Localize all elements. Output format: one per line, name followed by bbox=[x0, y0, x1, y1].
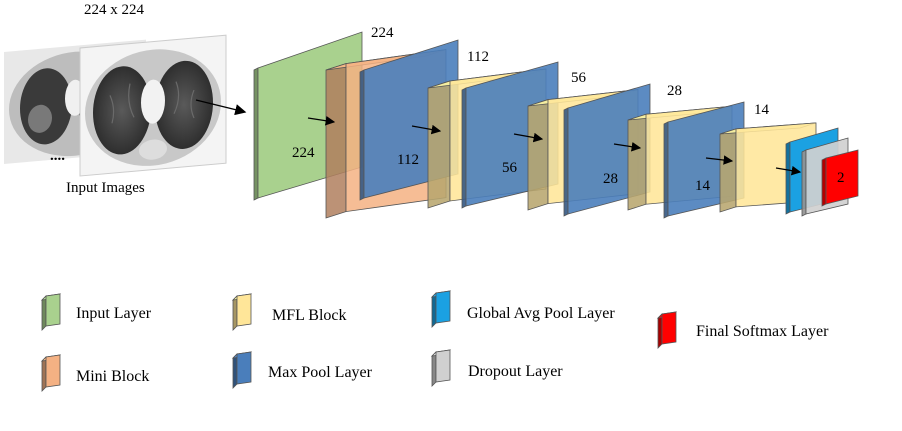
input-size-label: 224 x 224 bbox=[84, 2, 145, 18]
network-layers bbox=[253, 31, 859, 219]
dim-112-side: 112 bbox=[397, 152, 419, 168]
dim-224-side: 224 bbox=[292, 145, 315, 161]
legend-label-mfl-block: MFL Block bbox=[272, 307, 347, 324]
legend-label-global-avg-pool: Global Avg Pool Layer bbox=[467, 305, 615, 322]
dim-28-top: 28 bbox=[667, 83, 682, 99]
dim-14-top: 14 bbox=[754, 102, 770, 118]
dim-224-top: 224 bbox=[371, 25, 394, 41]
dim-112-top: 112 bbox=[467, 49, 489, 65]
arrow-6 bbox=[775, 165, 802, 176]
arrow-2 bbox=[411, 124, 442, 135]
legend-item-max-pool: Max Pool Layer bbox=[231, 351, 373, 389]
legend-item-softmax: Final Softmax Layer bbox=[656, 311, 829, 349]
dim-56-side: 56 bbox=[502, 160, 518, 176]
layer-arrows bbox=[307, 115, 802, 176]
dim-56-top: 56 bbox=[571, 70, 587, 86]
legend-label-mini-block: Mini Block bbox=[76, 368, 149, 385]
input-images: 224 x 224 .... Input Images bbox=[4, 2, 247, 196]
legend-swatch-mini-block bbox=[40, 354, 62, 392]
legend-label-input-layer: Input Layer bbox=[76, 305, 152, 322]
softmax-layer bbox=[821, 149, 859, 207]
legend-label-softmax: Final Softmax Layer bbox=[696, 323, 829, 340]
arrow-5 bbox=[705, 155, 734, 165]
dim-28-side: 28 bbox=[603, 171, 618, 187]
legend-label-max-pool: Max Pool Layer bbox=[268, 364, 373, 381]
legend-swatch-mfl-block bbox=[231, 293, 253, 331]
legend: Input Layer Mini Block MFL Block Max Poo… bbox=[40, 290, 829, 392]
arrow-4 bbox=[613, 141, 642, 152]
legend-swatch-max-pool bbox=[231, 351, 253, 389]
dim-output: 2 bbox=[837, 170, 845, 186]
arrow-1 bbox=[307, 115, 336, 126]
dim-14-side: 14 bbox=[695, 178, 711, 194]
legend-item-mini-block: Mini Block bbox=[40, 354, 149, 392]
dimension-labels: 224 224 112 112 56 56 28 28 14 14 2 bbox=[292, 25, 845, 194]
input-caption: Input Images bbox=[66, 180, 145, 196]
input-ellipsis: .... bbox=[50, 148, 65, 164]
legend-swatch-global-avg-pool bbox=[430, 290, 452, 328]
legend-label-dropout: Dropout Layer bbox=[468, 363, 563, 380]
ct-image-front bbox=[79, 34, 227, 177]
legend-item-mfl-block: MFL Block bbox=[231, 293, 347, 331]
legend-swatch-input-layer bbox=[40, 293, 62, 331]
legend-swatch-softmax bbox=[656, 311, 678, 349]
input-arrow bbox=[195, 99, 247, 116]
legend-item-dropout: Dropout Layer bbox=[430, 349, 563, 387]
legend-item-input-layer: Input Layer bbox=[40, 293, 152, 331]
legend-swatch-dropout bbox=[430, 349, 452, 387]
arrow-3 bbox=[513, 132, 544, 143]
legend-item-global-avg-pool: Global Avg Pool Layer bbox=[430, 290, 615, 328]
